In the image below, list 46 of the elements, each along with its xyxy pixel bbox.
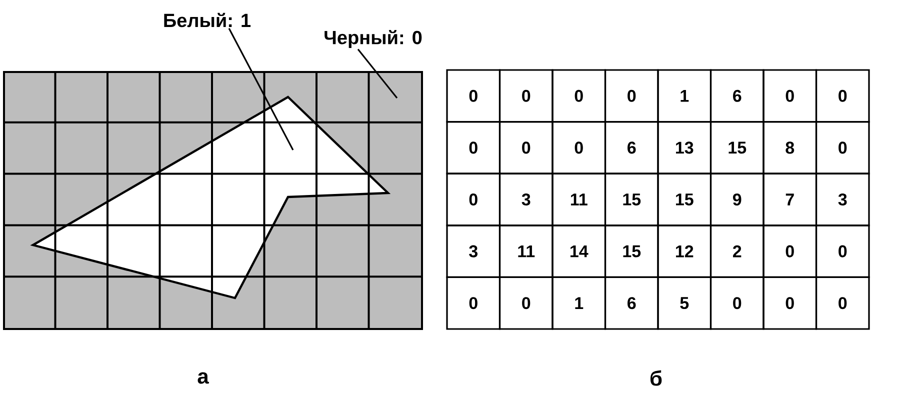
table-cell: 0 xyxy=(446,276,501,330)
table-cell: 0 xyxy=(815,276,870,330)
table-cell: 0 xyxy=(815,121,870,174)
table-cell: 3 xyxy=(446,224,501,278)
table-cell: 12 xyxy=(657,224,712,278)
table-cell: 3 xyxy=(498,172,554,226)
leader-line xyxy=(357,48,398,98)
table-cell: 6 xyxy=(604,276,659,330)
table-cell: 0 xyxy=(762,276,818,330)
table-cell: 6 xyxy=(604,121,659,174)
table-cell: 0 xyxy=(446,69,501,123)
table-cell: 14 xyxy=(552,224,606,278)
table-cell: 11 xyxy=(552,172,606,226)
table-cell: 0 xyxy=(498,69,554,123)
annotation-label: Белый: 1 xyxy=(164,12,251,28)
table-cell: 0 xyxy=(446,121,501,174)
table-cell: 0 xyxy=(762,224,818,278)
table-cell: 3 xyxy=(815,172,870,226)
annotation-label: Черный: 0 xyxy=(324,30,422,48)
table-cell: 11 xyxy=(498,224,554,278)
table-cell: 0 xyxy=(710,276,764,330)
table-cell: 15 xyxy=(604,172,659,226)
table-cell: 7 xyxy=(762,172,818,226)
table-cell: 1 xyxy=(552,276,606,330)
table-cell: 0 xyxy=(498,276,554,330)
table-cell: 15 xyxy=(710,121,764,174)
table-cell: 15 xyxy=(657,172,712,226)
table-cell: 0 xyxy=(815,224,870,278)
table-cell: 2 xyxy=(710,224,764,278)
table-cell: 13 xyxy=(657,121,712,174)
leader-line xyxy=(228,28,294,150)
table-cell: 9 xyxy=(710,172,764,226)
table-cell: 0 xyxy=(552,121,606,174)
panel-caption: а xyxy=(198,372,209,384)
table-cell: 0 xyxy=(552,69,606,123)
table-cell: 1 xyxy=(657,69,712,123)
table-cell: 6 xyxy=(710,69,764,123)
table-cell: 0 xyxy=(498,121,554,174)
table-cell: 0 xyxy=(762,69,818,123)
table-cell: 0 xyxy=(815,69,870,123)
table-cell: 15 xyxy=(604,224,659,278)
panel-caption: б xyxy=(650,370,662,386)
table-cell: 8 xyxy=(762,121,818,174)
table-cell: 0 xyxy=(446,172,501,226)
table-cell: 5 xyxy=(657,276,712,330)
table-cell: 0 xyxy=(604,69,659,123)
